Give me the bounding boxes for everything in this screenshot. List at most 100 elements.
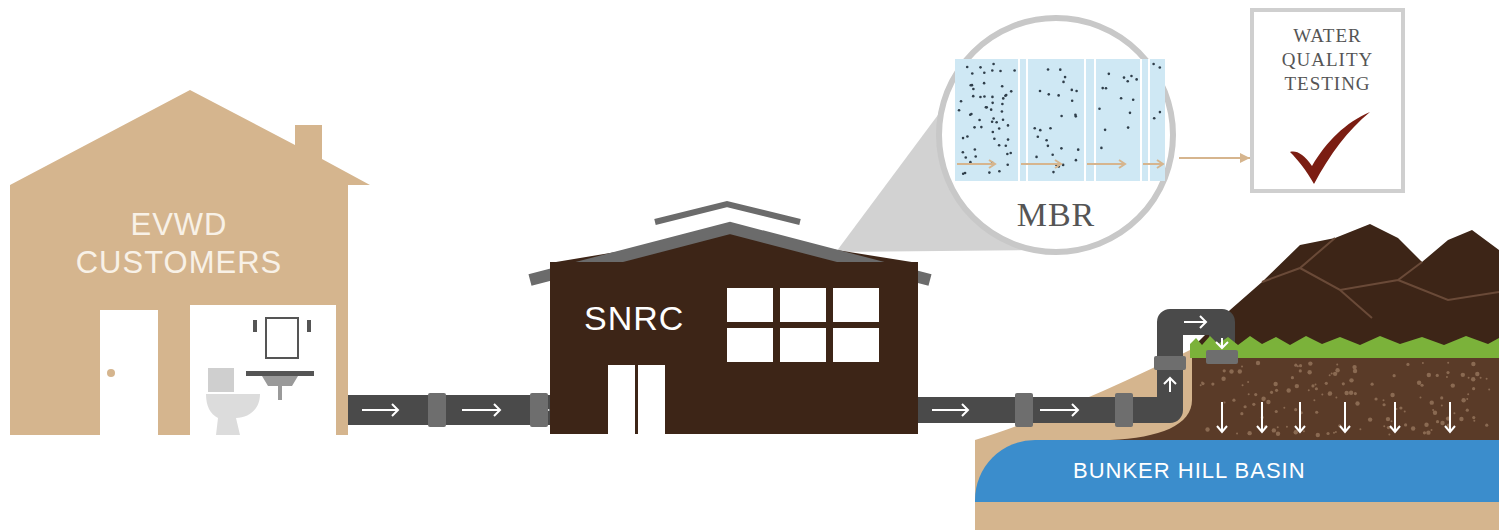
particle [1123,76,1126,79]
door-split [635,365,638,434]
soil-speck [1411,426,1415,430]
soil-speck [1352,365,1356,369]
flow-arrow [932,404,968,416]
flow-arrow [1216,338,1228,348]
particle [1006,153,1009,156]
soil-speck [1355,401,1359,405]
soil-speck [1303,430,1305,432]
infiltration-arrow [1340,402,1350,432]
soil-speck [1333,372,1337,376]
particle [992,131,995,134]
pipe-connector [918,322,1222,440]
pipe-connector [348,395,550,425]
infiltration-arrow [1390,402,1400,432]
node-label: WATER QUALITY TESTING [1264,24,1391,96]
soil-speck [1422,362,1424,364]
soil-speck [1247,381,1249,383]
particle [988,171,991,174]
soil-speck [1252,403,1255,406]
flow-arrow [1021,160,1061,168]
particle [1100,147,1103,150]
soil-speck [1308,361,1312,365]
soil-speck [1283,407,1285,409]
soil-speck [1468,377,1470,379]
particle [1074,115,1077,118]
toilet-bowl [206,394,260,435]
particle [1135,78,1138,81]
membrane [1018,59,1020,181]
soil-speck [1471,377,1475,381]
soil-speck [1404,423,1407,426]
soil-speck [1386,417,1390,421]
flow-arrow [1184,316,1206,328]
soil-speck [1244,405,1247,408]
particle [1047,145,1050,148]
soil-speck [1241,366,1243,368]
soil-speck [1242,384,1244,386]
customer-house: EVWD CUSTOMERS [10,88,348,435]
soil-speck [1393,374,1396,377]
particle [1075,159,1078,162]
soil-speck [1286,426,1288,428]
flow-arrow [1040,404,1078,416]
soil-speck [1472,387,1475,390]
soil-speck [1406,363,1409,366]
flow-arrow [957,160,995,168]
soil-speck [1423,431,1426,434]
pipe-joint [428,393,446,427]
soil-speck [1229,369,1233,373]
soil-speck [1266,400,1270,404]
soil-speck [1368,417,1372,421]
particle [1035,156,1038,159]
pipe-joint [530,393,548,427]
particle [998,144,1001,147]
particle [1077,148,1080,151]
particle [973,126,976,129]
particle [1060,115,1063,118]
sconces [255,320,309,332]
mound-cracks [1262,238,1499,318]
particle [1045,139,1048,142]
soil-speck [1349,378,1353,382]
membrane [1026,59,1028,181]
particle [991,120,994,123]
soil-speck [1299,369,1302,372]
toilet-tank [208,368,234,392]
particle [962,151,965,154]
soil-speck [1336,364,1338,366]
node-label: BUNKER HILL BASIN [1073,458,1473,484]
particle [993,138,996,141]
soil-speck [1315,384,1317,386]
particle [998,127,1001,130]
soil-speck [1399,406,1402,409]
soil-speck [1431,429,1433,431]
soil-speck [1277,426,1279,428]
particle [964,156,967,159]
soil-speck [1374,397,1377,400]
particle [1006,163,1009,166]
soil-speck [1440,396,1443,399]
soil-speck [1472,416,1475,419]
soil-speck [1333,432,1335,434]
soil-speck [1316,433,1320,437]
soil-speck [1315,387,1318,390]
soil-speck [1390,393,1394,397]
particle [972,88,975,91]
soil-speck [1427,373,1431,377]
soil-speck [1201,382,1204,385]
infiltration-arrow [1295,402,1305,432]
particle [1105,87,1108,90]
particle [1001,110,1004,113]
house-shape [10,90,370,435]
membrane [1094,59,1096,181]
soil-speck [1315,411,1318,414]
flow-arrow [462,404,500,416]
flow-arrow [1164,378,1176,392]
soil-speck [1295,384,1299,388]
particle [1059,68,1062,71]
soil-speck [1388,433,1390,435]
building-illustration [550,262,918,434]
soil-speck [1313,399,1315,401]
soil-speck [1232,399,1235,402]
